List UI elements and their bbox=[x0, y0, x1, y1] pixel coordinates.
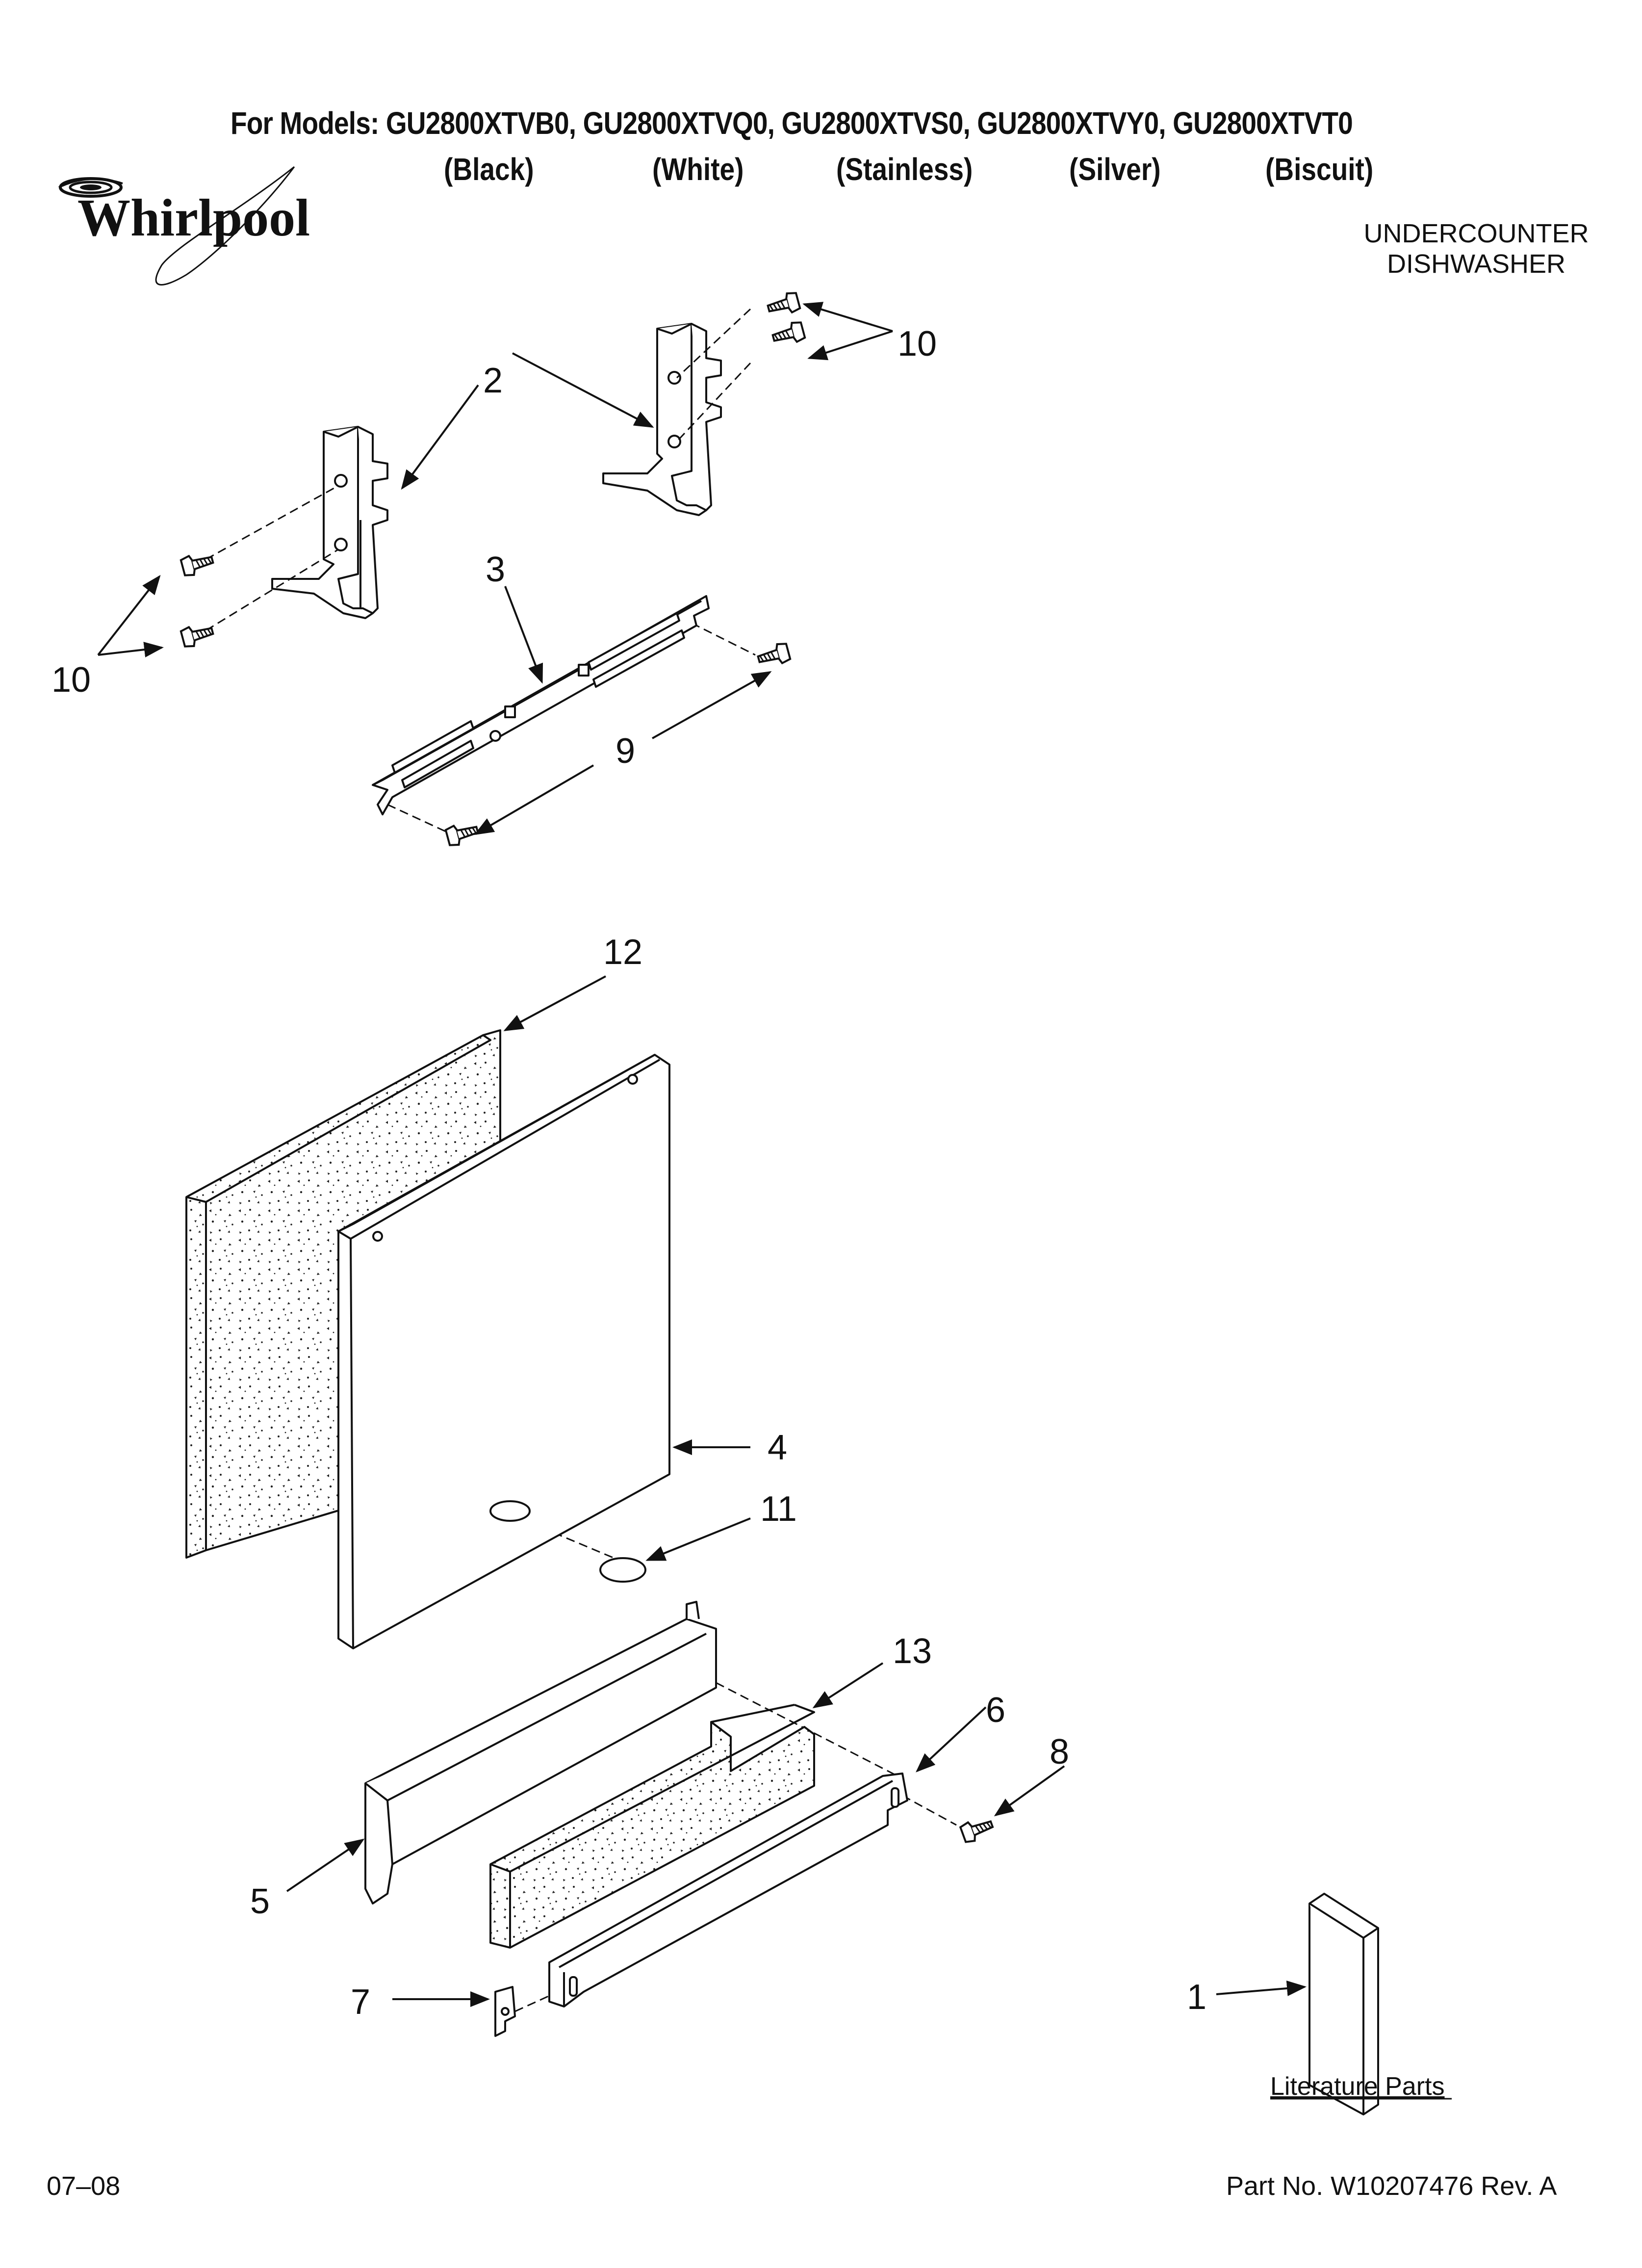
part-8-screw bbox=[958, 1814, 996, 1845]
callout-12: 12 bbox=[603, 933, 642, 972]
appliance-line-1: UNDERCOUNTER bbox=[1363, 219, 1589, 248]
color-silver: (Silver) bbox=[1069, 152, 1161, 187]
part-11-plug bbox=[599, 1557, 646, 1583]
callout-13: 13 bbox=[893, 1632, 932, 1671]
color-black: (Black) bbox=[444, 152, 534, 187]
part-2-right-hinge-bracket bbox=[602, 323, 722, 516]
callout-10-top: 10 bbox=[898, 324, 937, 364]
part-9-screw bbox=[755, 641, 792, 670]
callout-10-left: 10 bbox=[51, 660, 91, 700]
part-6-kickplate bbox=[548, 1773, 908, 2007]
part-10-screw bbox=[179, 549, 216, 578]
callout-9: 9 bbox=[616, 731, 635, 771]
appliance-line-2: DISHWASHER bbox=[1386, 249, 1566, 279]
color-biscuit: (Biscuit) bbox=[1265, 152, 1374, 187]
part-10-screw bbox=[765, 290, 802, 319]
callout-8: 8 bbox=[1050, 1732, 1069, 1772]
callout-2: 2 bbox=[483, 361, 503, 400]
footer-part-number: Part No. W10207476 Rev. A bbox=[1226, 2171, 1557, 2201]
callout-3: 3 bbox=[486, 550, 505, 589]
footer-date: 07–08 bbox=[47, 2171, 121, 2201]
part-3-mounting-rail bbox=[372, 595, 710, 815]
whirlpool-swirl-logo: Whirlpool bbox=[58, 166, 310, 286]
part-5-toe-panel bbox=[364, 1601, 717, 1904]
callout-6: 6 bbox=[986, 1691, 1005, 1730]
callout-7: 7 bbox=[351, 1982, 370, 2022]
part-2-left-hinge-bracket bbox=[271, 426, 388, 619]
part-13-toe-insulation bbox=[489, 1704, 815, 1949]
part-10-screw bbox=[770, 319, 807, 349]
callout-5: 5 bbox=[250, 1882, 270, 1921]
part-7-clip bbox=[494, 1986, 516, 2037]
color-stainless: (Stainless) bbox=[836, 152, 973, 187]
literature-parts-label: Literature Parts bbox=[1270, 2072, 1445, 2101]
callout-4: 4 bbox=[768, 1428, 787, 1467]
part-4-outer-door-panel bbox=[337, 1054, 670, 1649]
appliance-type: UNDERCOUNTER DISHWASHER bbox=[1339, 218, 1614, 279]
callout-1: 1 bbox=[1187, 1978, 1206, 2017]
color-white: (White) bbox=[652, 152, 744, 187]
models-line: For Models: GU2800XTVB0, GU2800XTVQ0, GU… bbox=[231, 105, 1353, 141]
part-9-screw bbox=[444, 819, 481, 848]
part-10-screw bbox=[179, 620, 216, 650]
callout-11: 11 bbox=[760, 1489, 797, 1529]
callout-leaders bbox=[97, 302, 1307, 2007]
part-1-literature-book bbox=[1308, 1893, 1379, 2115]
